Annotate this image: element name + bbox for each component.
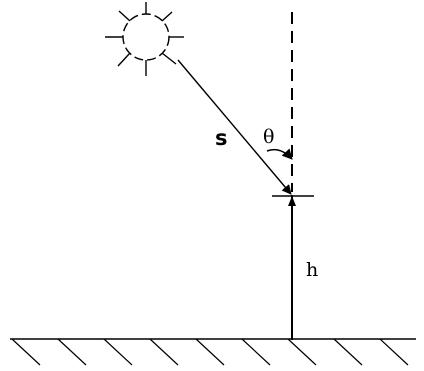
hatch-mark [149, 338, 179, 366]
solar-ray-s [177, 59, 292, 195]
hatch-mark [241, 338, 271, 366]
hatch-mark [57, 338, 87, 366]
sun-icon [105, 2, 184, 76]
angle-theta-arc [266, 148, 293, 160]
hatch-mark [379, 338, 409, 366]
ray-label: s [215, 126, 228, 150]
ground-hatching [11, 338, 409, 366]
sun-ray [117, 52, 131, 67]
hatch-mark [11, 338, 41, 366]
hatch-mark [333, 338, 363, 366]
hatch-mark [287, 338, 317, 366]
height-arrowhead [288, 196, 296, 206]
hatch-mark [195, 338, 225, 366]
angle-label: θ [263, 126, 274, 148]
sun-ray [161, 11, 173, 22]
height-label: h [306, 259, 318, 281]
sun-ray [118, 10, 131, 22]
hatch-mark [103, 338, 133, 366]
sun-ray [161, 52, 177, 65]
